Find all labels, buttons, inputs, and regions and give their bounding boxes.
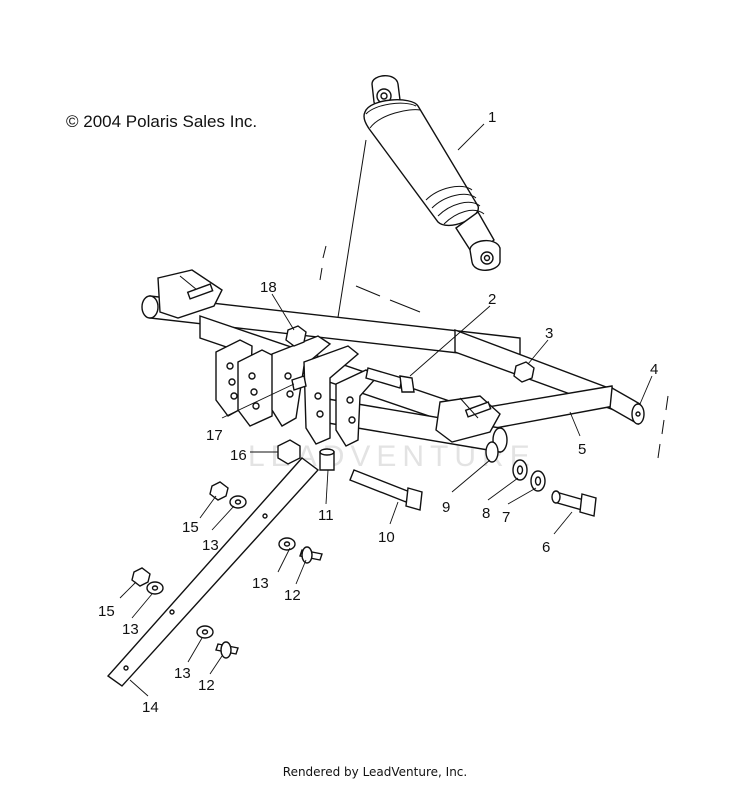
callout-4: 4 [650, 361, 658, 378]
callout-6: 6 [542, 539, 550, 556]
bolt-10 [349, 469, 423, 511]
nut-16 [277, 439, 301, 465]
callout-3: 3 [545, 325, 553, 342]
washer-8 [512, 459, 528, 481]
nut-18 [285, 325, 307, 347]
footer-credit: Rendered by LeadVenture, Inc. [282, 765, 468, 779]
callout-15b: 15 [98, 603, 115, 620]
callout-1: 1 [488, 109, 496, 126]
nut-3 [513, 361, 535, 383]
callout-8: 8 [482, 505, 490, 522]
callout-15a: 15 [182, 519, 199, 536]
copyright-text: © 2004 Polaris Sales Inc. [66, 112, 258, 131]
shock-absorber [363, 75, 501, 271]
bushing-9 [485, 441, 499, 463]
callout-11: 11 [318, 507, 334, 524]
callout-17: 17 [206, 427, 223, 444]
callout-9: 9 [442, 499, 450, 516]
callout-14: 14 [142, 699, 159, 716]
washer-7 [530, 470, 546, 492]
bolt-2 [365, 367, 415, 393]
callout-13b: 13 [252, 575, 269, 592]
callout-2: 2 [488, 291, 496, 308]
callout-labels: 1 2 3 4 5 6 7 8 9 10 11 12 12 13 13 13 1… [98, 109, 658, 716]
callout-12b: 12 [198, 677, 215, 694]
alignment-lines [319, 139, 669, 459]
callout-13a: 13 [202, 537, 219, 554]
spacer-11 [319, 448, 335, 471]
callout-13c: 13 [122, 621, 139, 638]
bolt-6 [551, 490, 597, 517]
callout-7: 7 [502, 509, 510, 526]
callout-16: 16 [230, 447, 247, 464]
hardware-set [131, 481, 323, 659]
callout-10: 10 [378, 529, 395, 546]
callout-5: 5 [578, 441, 586, 458]
callout-12a: 12 [284, 587, 301, 604]
strap-14 [106, 457, 320, 687]
mounting-plates [215, 335, 378, 447]
callout-18: 18 [260, 279, 277, 296]
leader-lines [119, 123, 653, 697]
callout-13d: 13 [174, 665, 191, 682]
